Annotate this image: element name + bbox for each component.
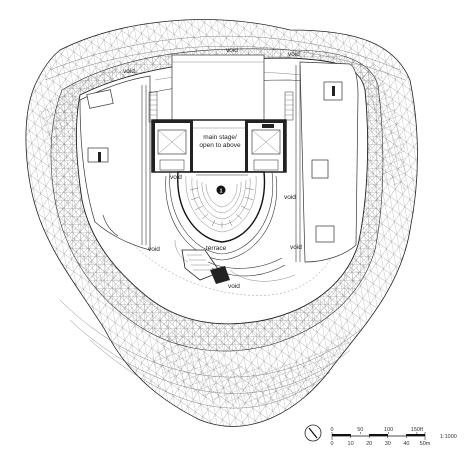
stage-block — [151, 119, 287, 173]
auditorium-seats — [189, 187, 255, 228]
scale-m-30: 30 — [385, 441, 391, 447]
void-label-right-low: void — [290, 244, 302, 251]
plan-labels: void void void void void void void void … — [123, 47, 302, 290]
stage-label-line1: main stage/ — [203, 134, 237, 141]
right-wing — [284, 61, 359, 263]
scale-m-10: 10 — [348, 441, 354, 447]
scale-bar: 0 50 100 150ft 0 10 20 30 40 50m 1:1000 — [330, 427, 456, 447]
right-stair — [284, 91, 294, 121]
scale-ft-50: 50 — [357, 427, 363, 433]
void-label-top-right: void — [288, 51, 300, 58]
marker-number-label: 1 — [219, 188, 222, 194]
scale-ft-100: 100 — [384, 427, 393, 433]
void-label-right-mid: void — [284, 194, 296, 201]
void-label-bottom: void — [228, 283, 240, 290]
terrace-area — [174, 239, 296, 284]
scale-m-20: 20 — [366, 441, 372, 447]
scale-ft-0: 0 — [330, 427, 333, 433]
terrace-label: terrace — [206, 245, 227, 252]
void-label-top-center: void — [226, 47, 238, 54]
left-wing — [79, 75, 158, 251]
scale-ratio: 1:1000 — [440, 434, 457, 440]
scale-ft-150: 150ft — [411, 427, 424, 433]
auditorium: 1 — [165, 171, 278, 261]
scale-m-40: 40 — [403, 441, 409, 447]
void-label-left-low: void — [148, 246, 160, 253]
north-arrow-icon — [304, 424, 322, 442]
scale-m-0: 0 — [330, 441, 333, 447]
void-label-left-mid: void — [170, 174, 182, 181]
top-void — [171, 54, 265, 122]
void-label-top-left: void — [123, 68, 135, 75]
stage-label-line2: open to above — [199, 142, 241, 149]
marker-1: 1 — [216, 185, 226, 195]
scale-m-50: 50m — [420, 441, 431, 447]
